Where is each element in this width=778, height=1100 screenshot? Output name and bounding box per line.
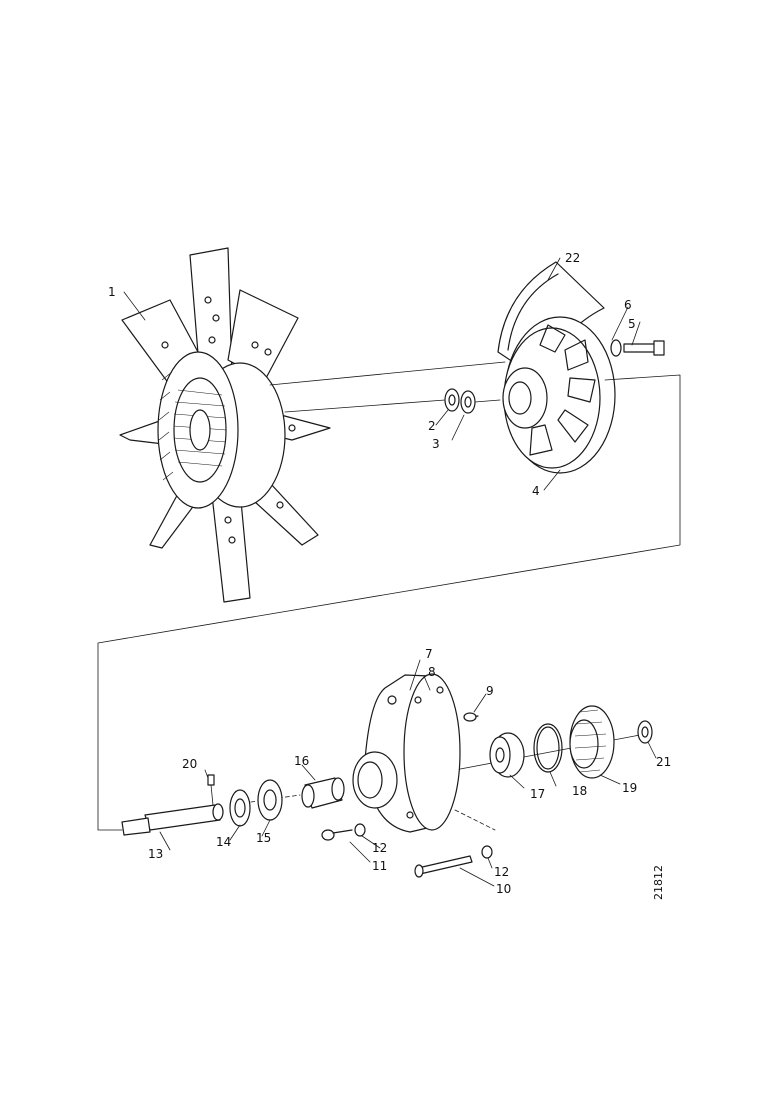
label-part-10: 10: [496, 882, 511, 896]
bolt-10: [417, 855, 473, 875]
pump-housing: [352, 673, 479, 833]
label-part-2: 2: [428, 419, 436, 433]
fan-hub-center: [189, 409, 211, 451]
label-part-20: 20: [182, 757, 197, 771]
bearing-15: [257, 779, 283, 821]
label-part-11: 11: [372, 859, 387, 873]
label-part-4: 4: [532, 484, 540, 498]
assembly-lines: [97, 361, 681, 831]
washer-12a: [354, 823, 366, 837]
fan-assembly: [119, 247, 331, 603]
label-part-12b: 12: [494, 865, 509, 879]
label-part-22: 22: [565, 251, 580, 265]
label-part-6: 6: [624, 298, 632, 312]
fasteners: [321, 823, 493, 878]
label-part-21: 21: [656, 755, 671, 769]
label-part-12a: 12: [372, 841, 387, 855]
label-part-13: 13: [148, 847, 163, 861]
label-part-16: 16: [294, 754, 309, 768]
label-part-15: 15: [256, 831, 271, 845]
impeller-group: [489, 705, 653, 779]
label-part-9: 9: [486, 684, 494, 698]
pulley-assembly: [444, 261, 665, 474]
ring-18: [533, 723, 563, 773]
washer-12b: [481, 845, 493, 859]
bolt-11-head: [321, 829, 335, 841]
housing-neck: [352, 751, 398, 809]
label-part-7: 7: [425, 647, 433, 661]
nut-2: [444, 388, 460, 412]
washer-6: [610, 339, 622, 357]
bolt-5: [623, 343, 657, 353]
label-part-14: 14: [216, 835, 231, 849]
bearings: [229, 779, 283, 827]
drawing-number: 21812: [652, 865, 665, 900]
pump-shaft: [121, 774, 224, 836]
spacer-16: [301, 777, 345, 809]
washer-3: [460, 390, 476, 414]
label-part-17: 17: [530, 787, 545, 801]
bearing-14: [229, 789, 251, 827]
label-part-3: 3: [432, 437, 440, 451]
label-part-18: 18: [572, 784, 587, 798]
label-part-1: 1: [108, 285, 116, 299]
leader-lines: [123, 257, 657, 887]
nut-21: [637, 720, 653, 744]
part-labels: 1 22 6 5 2 3 4 7 8 9 20 16 13 14 15 12 1…: [108, 251, 671, 900]
housing-flange: [403, 673, 461, 831]
label-part-19: 19: [622, 781, 637, 795]
label-part-8: 8: [428, 665, 436, 679]
label-part-5: 5: [628, 317, 636, 331]
